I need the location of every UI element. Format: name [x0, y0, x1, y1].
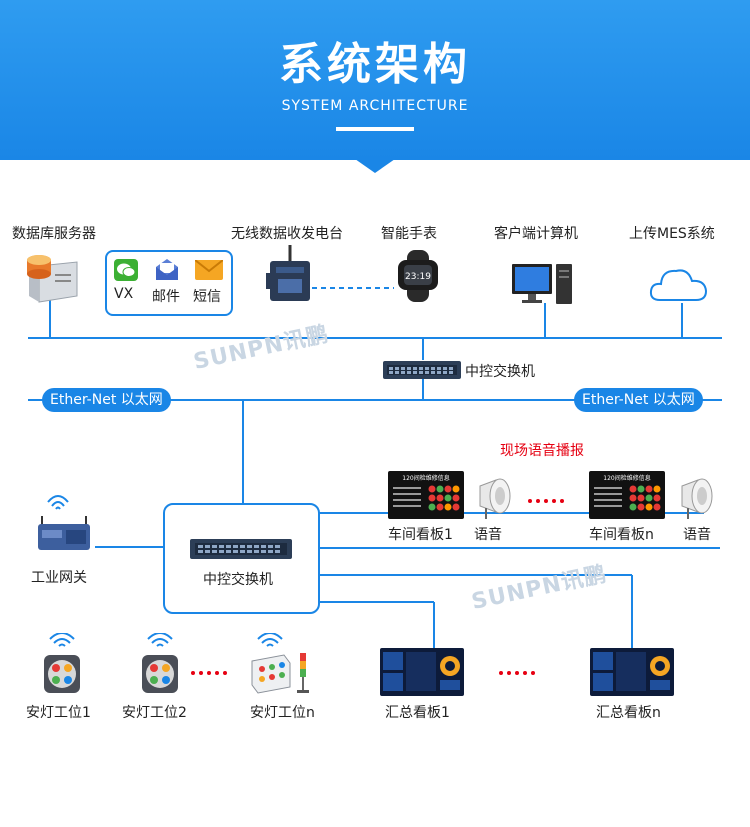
smart-watch-label: 智能手表: [381, 226, 437, 242]
db-server-label: 数据库服务器: [12, 226, 96, 242]
andon-station-n-label: 安灯工位n: [250, 705, 315, 721]
andon-station-2-icon: [142, 633, 178, 693]
page-subtitle: SYSTEM ARCHITECTURE: [281, 98, 469, 114]
workshop-board-1-icon: 120间检维修信息: [388, 471, 464, 519]
database-server-icon: [27, 255, 78, 303]
andon-station-2-label: 安灯工位2: [122, 705, 187, 721]
sms-icon: [195, 260, 223, 280]
andon-station-1-label: 安灯工位1: [26, 705, 91, 721]
voice-broadcast-label: 现场语音播报: [500, 443, 584, 459]
header-notch: [355, 159, 395, 173]
voice-n-label: 语音: [683, 527, 711, 543]
summary-board-1-icon: [380, 648, 464, 696]
workshop-board-n-icon: 120间检维修信息: [589, 471, 665, 519]
client-pc-label: 客户端计算机: [494, 226, 578, 242]
core-switch-label: 中控交换机: [203, 572, 273, 588]
wireless-station-label: 无线数据收发电台: [231, 226, 343, 242]
watch-time: 23:19: [405, 272, 431, 282]
summary-board-1-label: 汇总看板1: [385, 705, 450, 721]
core-switch-top-icon: [383, 361, 461, 379]
board-1-screen-title: 120间检维修信息: [402, 474, 449, 482]
wireless-station-icon: [266, 245, 310, 301]
core-switch-icon: [190, 539, 292, 559]
ethernet-badge-left: Ether-Net 以太网: [42, 388, 171, 412]
sms-label: 短信: [193, 289, 221, 305]
mail-icon: [156, 259, 178, 280]
client-computer-icon: [512, 264, 572, 304]
wechat-icon: [114, 259, 138, 281]
core-switch-box: 中控交换机: [163, 503, 320, 614]
workshop-board-n-label: 车间看板n: [589, 527, 654, 543]
summary-board-n-icon: [590, 648, 674, 696]
voice-1-label: 语音: [474, 527, 502, 543]
ellipsis-dots-left: [191, 671, 227, 675]
header-banner: [0, 0, 750, 160]
vx-label: VX: [114, 286, 134, 302]
notification-box: VX 邮件 短信: [105, 250, 233, 316]
board-n-screen-title: 120间检维修信息: [603, 474, 650, 482]
ellipsis-dots: [528, 499, 564, 503]
ellipsis-dots-right: [499, 671, 535, 675]
ethernet-badge-right: Ether-Net 以太网: [574, 388, 703, 412]
industrial-gateway-icon: [38, 495, 90, 550]
summary-board-n-label: 汇总看板n: [596, 705, 661, 721]
andon-station-1-icon: [44, 633, 80, 693]
workshop-board-1-label: 车间看板1: [388, 527, 453, 543]
mes-upload-label: 上传MES系统: [629, 226, 715, 242]
cloud-icon: [649, 269, 708, 301]
andon-station-n-icon: [251, 633, 309, 694]
speaker-1-icon: [479, 478, 511, 519]
speaker-n-icon: [681, 478, 713, 519]
page-title: 系统架构: [279, 39, 471, 90]
smart-watch-icon: 23:19: [398, 250, 438, 302]
title-underline: [336, 127, 414, 131]
gateway-label: 工业网关: [31, 570, 87, 586]
core-switch-top-label: 中控交换机: [465, 364, 535, 380]
mail-label: 邮件: [152, 289, 180, 305]
